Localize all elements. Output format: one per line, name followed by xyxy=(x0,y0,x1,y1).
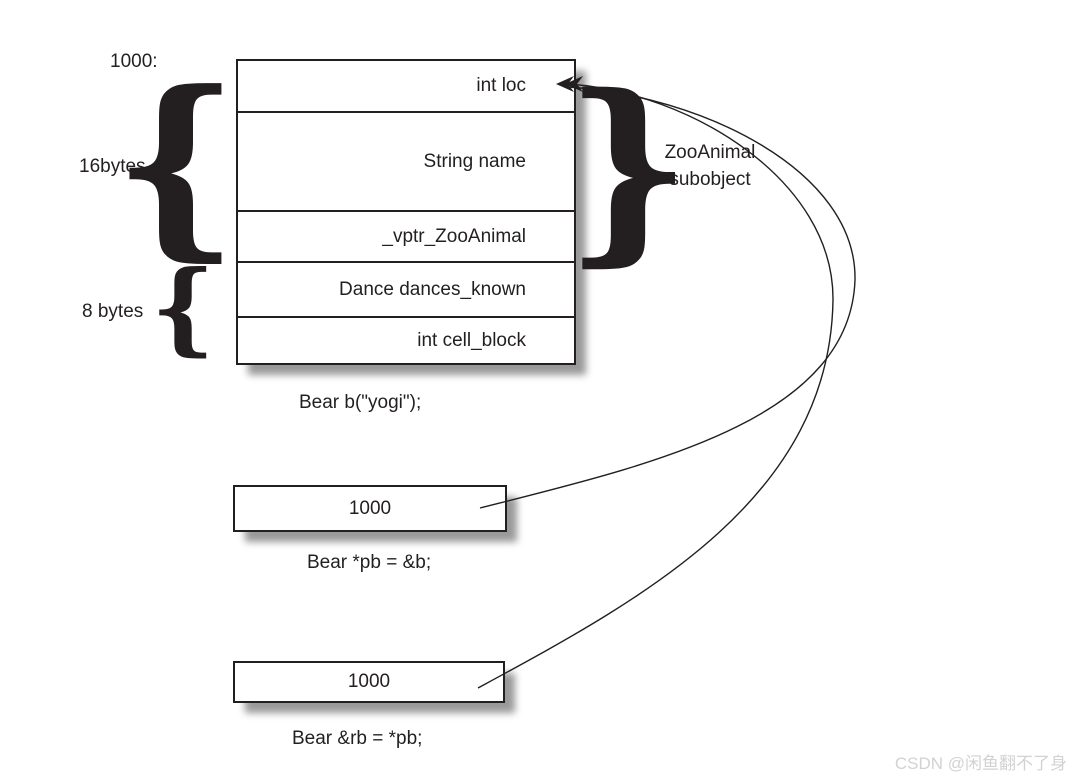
pointer-value-box: 1000 xyxy=(233,485,507,532)
brace-8bytes: { xyxy=(151,257,215,357)
size-label-16bytes: 16bytes xyxy=(79,156,146,177)
brace-16bytes: { xyxy=(113,66,239,262)
member-row-int-cell-block: int cell_block xyxy=(417,329,526,351)
bear-object-box: int loc String name _vptr_ZooAnimal Danc… xyxy=(236,59,576,365)
member-row-int-loc: int loc xyxy=(238,61,574,113)
declaration-caption-pb: Bear *pb = &b; xyxy=(307,552,432,573)
size-label-8bytes: 8 bytes xyxy=(82,301,144,322)
member-row-vptr-zooanimal: _vptr_ZooAnimal xyxy=(238,212,574,263)
member-row-string-name: String name xyxy=(238,113,574,212)
subobject-label-line2: subobject xyxy=(669,169,751,190)
reference-value-box: 1000 xyxy=(233,661,505,703)
reference-value: 1000 xyxy=(347,671,391,692)
declaration-caption-rb: Bear &rb = *pb; xyxy=(292,728,423,749)
brace-glyph: { xyxy=(150,248,216,366)
address-label: 1000: xyxy=(110,51,158,72)
subobject-label: ZooAnimal subobject xyxy=(638,139,782,193)
watermark: CSDN @闲鱼翻不了身 xyxy=(894,754,1067,773)
member-row-dance-dances-known: Dance dances_known xyxy=(238,263,574,318)
pointer-value: 1000 xyxy=(348,497,392,519)
subobject-label-line1: ZooAnimal xyxy=(664,142,756,163)
declaration-caption-b: Bear b("yogi"); xyxy=(299,392,422,413)
